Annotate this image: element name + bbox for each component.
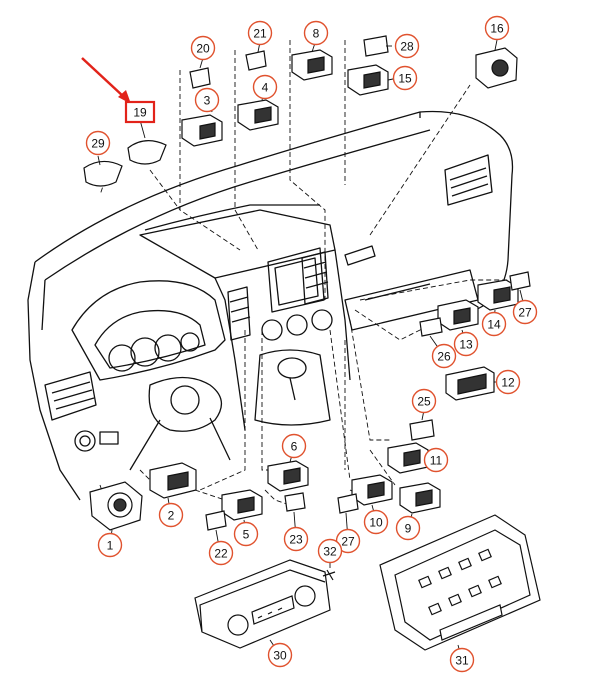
callout-p20: 20 <box>190 35 216 61</box>
callout-circle-p22 <box>208 540 234 566</box>
callout-p29: 29 <box>85 130 111 156</box>
callout-p32: 32 <box>317 538 343 564</box>
callout-label-p19: 19 <box>133 106 147 120</box>
callout-circle-p11 <box>423 447 449 473</box>
callout-circle-p8 <box>303 20 329 46</box>
callout-circle-p20 <box>190 35 216 61</box>
callout-label-p21: 21 <box>253 27 267 41</box>
callout-label-p9: 9 <box>405 522 412 536</box>
callout-label-p27a: 27 <box>518 306 532 320</box>
callout-circle-p25 <box>411 388 437 414</box>
callout-circle-p14 <box>481 311 507 337</box>
callout-label-p1: 1 <box>107 539 114 553</box>
callout-circle-p32 <box>317 538 343 564</box>
callout-p4: 4 <box>252 74 278 100</box>
callout-label-p16: 16 <box>490 22 504 36</box>
callout-circle-p30 <box>267 642 293 668</box>
callout-circle-p21 <box>247 20 273 46</box>
callout-p25: 25 <box>411 388 437 414</box>
dashboard-outline <box>27 110 514 501</box>
climate-units <box>194 514 541 651</box>
callout-label-p3: 3 <box>204 94 211 108</box>
callout-circle-p2 <box>158 502 184 528</box>
callout-label-p4: 4 <box>262 81 269 95</box>
callout-circle-p12 <box>495 369 521 395</box>
callout-p11: 11 <box>423 447 449 473</box>
callout-p30: 30 <box>267 642 293 668</box>
callout-label-p12: 12 <box>501 376 515 390</box>
callout-circle-p26 <box>431 343 457 369</box>
callout-p28: 28 <box>394 33 420 59</box>
callout-p1: 1 <box>97 532 123 558</box>
callout-circle-p28 <box>394 33 420 59</box>
callout-p12: 12 <box>495 369 521 395</box>
callout-label-p30: 30 <box>273 649 287 663</box>
callout-label-p20: 20 <box>196 42 210 56</box>
callout-circle-p4 <box>252 74 278 100</box>
callout-p9: 9 <box>395 515 421 541</box>
callout-p13: 13 <box>453 331 479 357</box>
leader-lines <box>99 40 510 521</box>
callout-circle-p31 <box>449 647 475 673</box>
callout-p5: 5 <box>233 521 259 547</box>
callout-label-p2: 2 <box>168 509 175 523</box>
callout-p27a: 27 <box>512 299 538 325</box>
callouts: 1234568910111213141516192021222325262727… <box>85 15 538 673</box>
callout-label-p26: 26 <box>437 350 451 364</box>
callout-label-p28: 28 <box>400 40 414 54</box>
callout-label-p23: 23 <box>289 533 303 547</box>
callout-label-p31: 31 <box>455 654 469 668</box>
callout-label-p13: 13 <box>459 338 473 352</box>
callout-circle-p27a <box>512 299 538 325</box>
callout-circle-p15 <box>392 65 418 91</box>
callout-circle-p3 <box>194 87 220 113</box>
callout-p21: 21 <box>247 20 273 46</box>
callout-p23: 23 <box>283 526 309 552</box>
callout-p22: 22 <box>208 540 234 566</box>
callout-circle-p6 <box>281 433 307 459</box>
callout-circle-p1 <box>97 532 123 558</box>
callout-p2: 2 <box>158 502 184 528</box>
callout-label-p11: 11 <box>430 454 443 468</box>
callout-label-p29: 29 <box>91 137 105 151</box>
callout-circle-p9 <box>395 515 421 541</box>
callout-label-p22: 22 <box>214 547 228 561</box>
callout-circle-p10 <box>363 509 389 535</box>
callout-circle-p16 <box>484 15 510 41</box>
callout-circle-p5 <box>233 521 259 547</box>
callout-label-p5: 5 <box>243 528 250 542</box>
callout-label-p27b: 27 <box>341 535 355 549</box>
switch-parts <box>83 35 531 531</box>
callout-circle-p13 <box>453 331 479 357</box>
callout-p15: 15 <box>392 65 418 91</box>
callout-label-p6: 6 <box>291 440 298 454</box>
callout-p27b: 27 <box>335 528 361 554</box>
callout-p8: 8 <box>303 20 329 46</box>
callout-circle-p29 <box>85 130 111 156</box>
callout-label-p15: 15 <box>398 72 412 86</box>
callout-circle-p23 <box>283 526 309 552</box>
callout-p19: 19 <box>124 100 156 124</box>
callout-label-p32: 32 <box>323 545 337 559</box>
callout-p26: 26 <box>431 343 457 369</box>
callout-label-p14: 14 <box>487 318 501 332</box>
callout-box-p19 <box>124 100 156 124</box>
callout-label-p10: 10 <box>369 516 383 530</box>
callout-label-p8: 8 <box>313 27 320 41</box>
callout-p6: 6 <box>281 433 307 459</box>
callout-p31: 31 <box>449 647 475 673</box>
callout-p16: 16 <box>484 15 510 41</box>
callout-p3: 3 <box>194 87 220 113</box>
callout-p14: 14 <box>481 311 507 337</box>
callout-label-p25: 25 <box>417 395 431 409</box>
callout-p10: 10 <box>363 509 389 535</box>
highlight-arrow <box>81 57 131 104</box>
